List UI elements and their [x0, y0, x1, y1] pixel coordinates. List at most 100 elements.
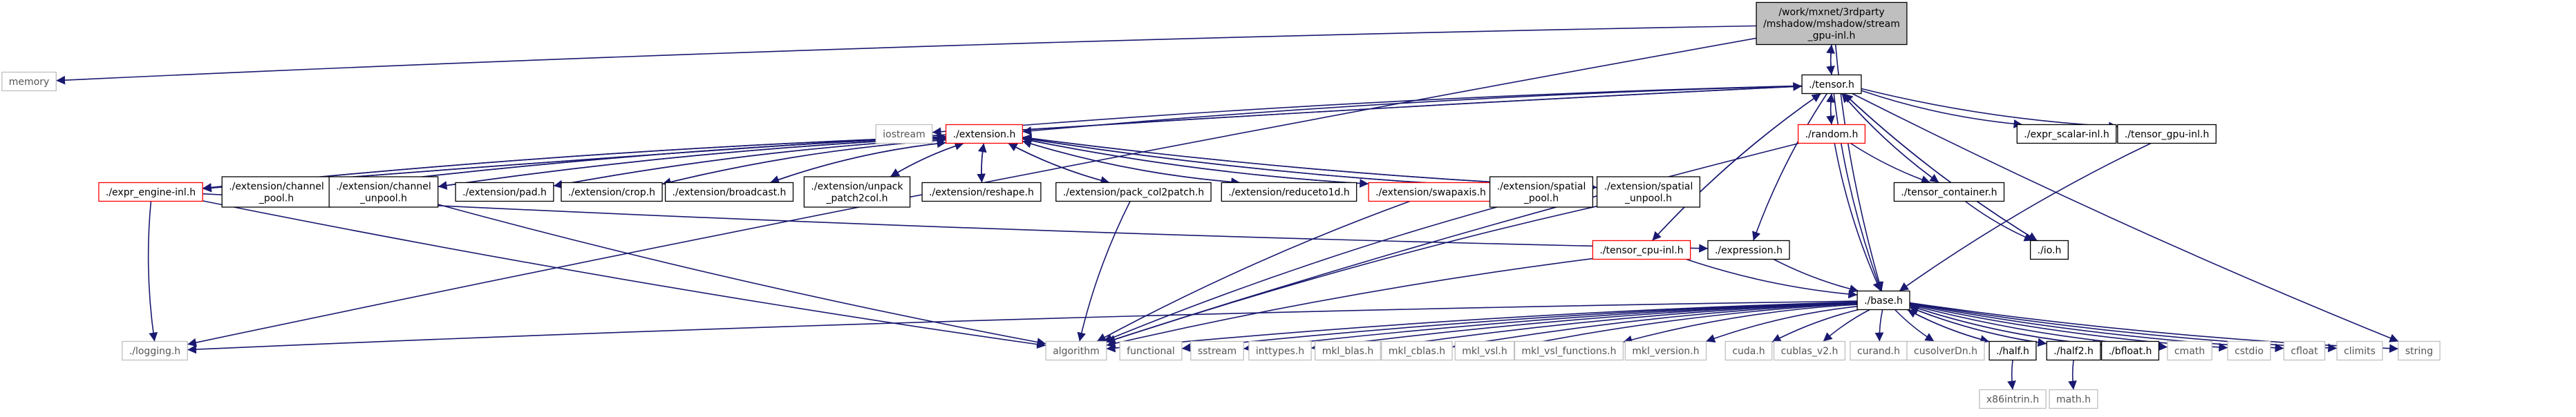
edge-base-to-mkl_vsl — [1514, 303, 1858, 350]
node-broadcast-box — [664, 182, 794, 202]
node-swapaxis[interactable]: ./extension/swapaxis.h — [1368, 182, 1494, 202]
node-logging-box — [122, 340, 188, 361]
edge-tensor_cpu-to-tensor — [1651, 93, 1821, 242]
node-random[interactable]: ./random.h — [1797, 124, 1866, 144]
edge-base-to-cuda — [1771, 309, 1859, 343]
node-root-label: /work/mxnet/3rdparty — [1778, 7, 1884, 18]
node-climits-box — [2336, 340, 2383, 361]
edge-tensor_gpu-to-base — [1899, 142, 2152, 292]
node-string-label: string — [2405, 346, 2433, 357]
node-pad-label: ./extension/pad.h — [462, 187, 547, 198]
node-io-label: ./io.h — [2038, 245, 2062, 256]
node-random-box — [1797, 124, 1866, 144]
node-bfloat-label: ./bfloat.h — [2109, 346, 2152, 357]
node-crop-label: ./extension/crop.h — [568, 187, 655, 198]
node-mkl_vsl-box — [1454, 340, 1515, 361]
node-root-label: /mshadow/mshadow/stream — [1763, 19, 1900, 30]
node-half[interactable]: ./half.h — [1989, 340, 2037, 361]
node-expr_engine[interactable]: ./expr_engine-inl.h — [98, 182, 203, 202]
node-ch_pool[interactable]: ./extension/channel_pool.h — [221, 176, 332, 208]
node-pad-box — [455, 182, 554, 202]
edge-random-to-tensor_container — [1850, 142, 1930, 184]
node-half2-box — [2046, 340, 2101, 361]
node-cfloat-box — [2283, 340, 2326, 361]
node-inttypes-label: inttypes.h — [1256, 346, 1304, 357]
edge-base-to-inttypes — [1310, 302, 1858, 351]
edge-half2-to-base — [1909, 306, 2047, 345]
node-math-label: math.h — [2056, 394, 2091, 405]
node-reshape[interactable]: ./extension/reshape.h — [921, 182, 1042, 202]
node-sp_unpool[interactable]: ./extension/spatial_unpool.h — [1596, 176, 1701, 208]
node-expr_engine-box — [98, 182, 203, 202]
node-expression[interactable]: ./expression.h — [1707, 240, 1790, 260]
node-ch_unpool-label: _unpool.h — [359, 193, 407, 204]
node-expr_engine-label: ./expr_engine-inl.h — [106, 187, 196, 198]
node-root[interactable]: /work/mxnet/3rdparty/mshadow/mshadow/str… — [1756, 1, 1908, 46]
edge-sp_pool-to-algorithm — [1103, 206, 1497, 342]
node-tensor_container-label: ./tensor_container.h — [1901, 187, 1997, 198]
node-half-label: ./half.h — [1996, 346, 2029, 357]
node-expr_scalar[interactable]: ./expr_scalar-inl.h — [2016, 124, 2117, 144]
node-ch_unpool-label: ./extension/channel — [336, 182, 431, 193]
node-cmath-box — [2167, 340, 2212, 361]
node-memory-box — [1, 71, 57, 92]
node-inttypes-box — [1248, 340, 1312, 361]
node-cfloat: cfloat — [2283, 340, 2326, 361]
edge-base-to-mkl_cblas — [1452, 302, 1858, 350]
node-half2[interactable]: ./half2.h — [2046, 340, 2101, 361]
node-climits-label: climits — [2344, 346, 2376, 357]
node-sp_pool-label: ./extension/spatial — [1497, 182, 1586, 193]
edge-base-to-string — [1909, 302, 2398, 353]
node-sp_unpool-label: _unpool.h — [1624, 193, 1672, 204]
node-unpack[interactable]: ./extension/unpack_patch2col.h — [803, 176, 911, 208]
edge-base-to-cublas — [1823, 309, 1870, 342]
node-cstdio: cstdio — [2227, 340, 2271, 361]
node-expression-label: ./expression.h — [1715, 245, 1783, 256]
edges-layer — [56, 25, 2399, 390]
node-tensor_cpu[interactable]: ./tensor_cpu-inl.h — [1592, 240, 1691, 260]
node-algorithm-box — [1045, 340, 1107, 361]
node-extension[interactable]: ./extension.h — [945, 124, 1024, 144]
node-curand-label: curand.h — [1857, 346, 1900, 357]
edge-base-to-functional — [1181, 301, 1858, 352]
node-sstream: sstream — [1190, 340, 1244, 361]
edge-reduceto-to-extension — [1022, 139, 1241, 184]
edge-expr_engine-to-logging — [147, 201, 158, 342]
node-io[interactable]: ./io.h — [2029, 240, 2069, 260]
node-mkl_vsl: mkl_vsl.h — [1454, 340, 1515, 361]
node-math-box — [2049, 389, 2098, 409]
node-cuda-label: cuda.h — [1732, 346, 1765, 357]
node-sp_unpool-box — [1596, 176, 1701, 208]
node-unpack-box — [803, 176, 911, 208]
node-cuda: cuda.h — [1724, 340, 1773, 361]
edge-base-to-cusolver — [1895, 309, 1935, 342]
node-tensor_gpu[interactable]: ./tensor_gpu-inl.h — [2117, 124, 2217, 144]
node-mkl_version-label: mkl_version.h — [1632, 346, 1699, 357]
node-cmath-label: cmath — [2174, 346, 2205, 357]
node-sp_pool[interactable]: ./extension/spatial_pool.h — [1489, 176, 1594, 208]
node-ch_unpool[interactable]: ./extension/channel_unpool.h — [328, 176, 439, 208]
node-ch_pool-label: ./extension/channel — [229, 182, 324, 193]
edge-random-to-base — [1834, 143, 1881, 291]
edge-tensor-to-io — [1843, 93, 2038, 242]
node-bfloat[interactable]: ./bfloat.h — [2100, 340, 2160, 361]
edge-extension-to-sp_pool — [1022, 137, 1490, 191]
node-crop[interactable]: ./extension/crop.h — [561, 182, 663, 202]
node-x86intrin: x86intrin.h — [1979, 389, 2047, 409]
node-ch_unpool-box — [328, 176, 439, 208]
node-random-label: ./random.h — [1805, 129, 1859, 140]
edge-pack-to-algorithm — [1077, 201, 1131, 342]
node-tensor_container[interactable]: ./tensor_container.h — [1893, 182, 2005, 202]
node-iostream: iostream — [875, 124, 933, 144]
node-tensor_gpu-box — [2117, 124, 2217, 144]
node-algorithm: algorithm — [1045, 340, 1107, 361]
node-pad[interactable]: ./extension/pad.h — [455, 182, 554, 202]
node-base[interactable]: ./base.h — [1856, 290, 1910, 311]
node-algorithm-label: algorithm — [1053, 346, 1100, 357]
node-tensor[interactable]: ./tensor.h — [1801, 74, 1862, 95]
node-broadcast[interactable]: ./extension/broadcast.h — [664, 182, 794, 202]
node-reduceto[interactable]: ./extension/reduceto1d.h — [1221, 182, 1357, 202]
node-tensor-box — [1801, 74, 1862, 95]
node-mkl_cblas-box — [1381, 340, 1453, 361]
node-pack[interactable]: ./extension/pack_col2patch.h — [1055, 182, 1212, 202]
